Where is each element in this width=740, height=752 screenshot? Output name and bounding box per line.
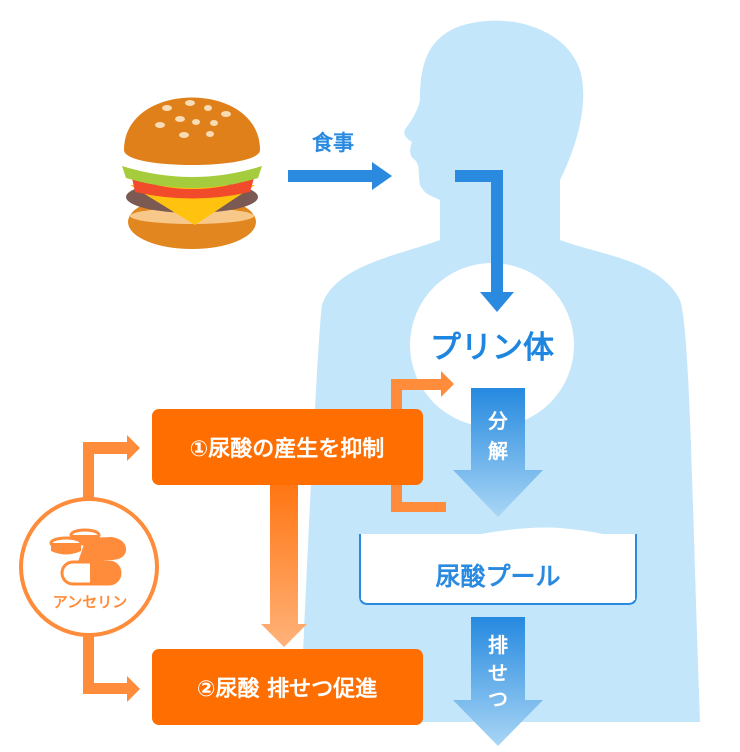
step1-label: ①尿酸の産生を抑制 [190,436,385,462]
ingest-arrow [455,170,514,312]
anserine-label: アンセリン [53,593,127,611]
anserine-to-step1-arrow [83,435,140,500]
step-arrow [261,480,307,647]
excretion-label-1: 排 [488,633,508,657]
decompose-label-2: 解 [488,439,508,463]
decompose-arrow [453,388,543,517]
step2-box [152,649,423,725]
supplement-pill-icon [49,528,127,586]
excretion-arrow [453,617,543,746]
excretion-label-3: つ [488,687,508,711]
uric-pool-label: 尿酸プール [435,562,560,591]
decompose-label-1: 分 [488,409,508,433]
excretion-label-2: せ [488,661,508,685]
step2-label: ②尿酸 排せつ促進 [197,677,377,702]
meal-arrow [288,162,392,190]
step1-box [152,409,423,485]
anserine-to-step2-arrow [83,634,140,702]
hamburger-icon [122,97,262,249]
inhibit-bracket-arrow [391,371,454,512]
purine-label: プリン体 [430,330,554,366]
meal-label: 食事 [312,131,354,155]
